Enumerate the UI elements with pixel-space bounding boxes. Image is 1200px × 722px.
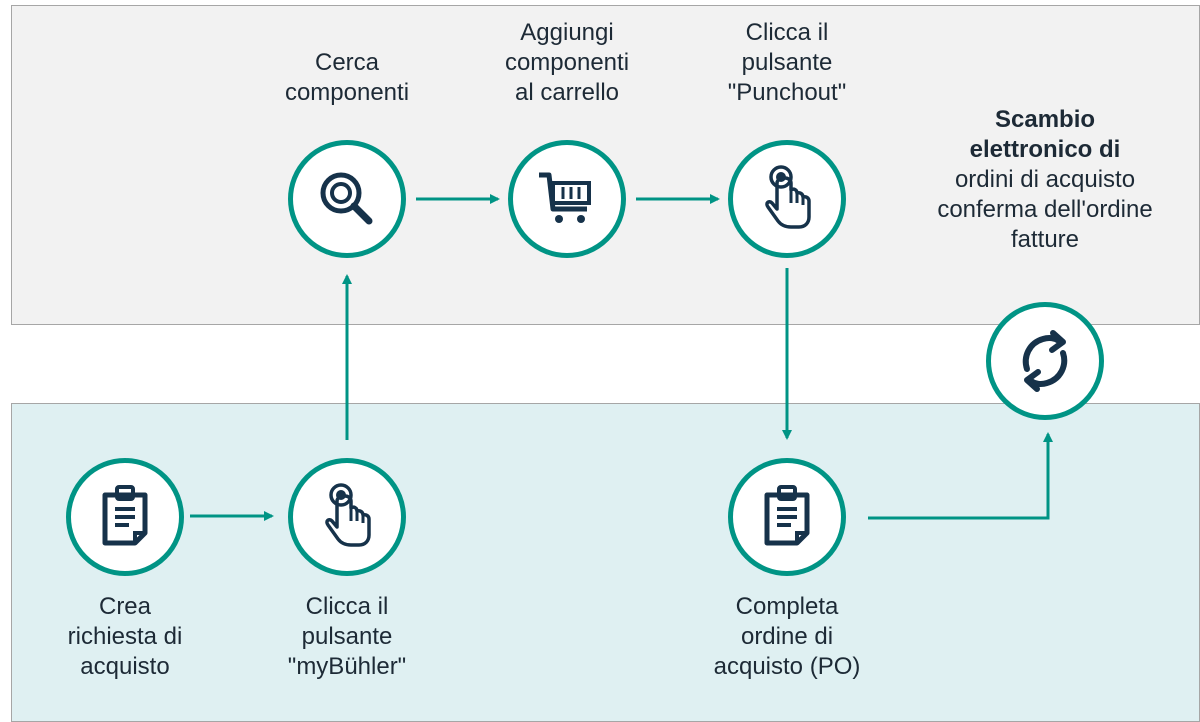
label-line-bold: Scambio	[994, 106, 1096, 133]
label-line: al carrello	[514, 79, 620, 106]
refresh-arrows-icon	[1009, 325, 1081, 397]
label-line: conferma dell'ordine	[937, 196, 1153, 223]
label-line: acquisto (PO)	[713, 653, 861, 680]
label-line: ordine di	[740, 623, 834, 650]
label-line: Cerca	[314, 49, 380, 76]
label-line: Aggiungi	[520, 19, 614, 46]
hand-pointer-icon	[751, 163, 823, 235]
label-line-bold: elettronico di	[969, 136, 1121, 163]
label-line: acquisto	[80, 653, 170, 680]
request-step-node	[66, 458, 184, 576]
exchange-step-node	[986, 302, 1104, 420]
shopping-cart-icon	[531, 163, 603, 235]
label-line: Crea	[98, 593, 152, 620]
customer-erp-area	[11, 403, 1200, 722]
label-line: fatture	[1010, 226, 1080, 253]
label-line: Clicca il	[305, 593, 389, 620]
label-line: richiesta di	[67, 623, 183, 650]
label-line: Clicca il	[745, 19, 829, 46]
mybuhler-step-label: Clicca il pulsante "myBühler"	[257, 592, 437, 682]
punchout-step-node	[728, 140, 846, 258]
label-line: pulsante	[741, 49, 833, 76]
clipboard-icon	[751, 481, 823, 553]
cart-step-label: Aggiungi componenti al carrello	[477, 18, 657, 108]
arrow-po-to-exchange	[868, 432, 1053, 520]
po-step-label: Completa ordine di acquisto (PO)	[692, 592, 882, 682]
label-line: ordini di acquisto	[954, 166, 1136, 193]
hand-pointer-icon	[311, 481, 383, 553]
request-step-label: Crea richiesta di acquisto	[35, 592, 215, 682]
label-line: componenti	[284, 79, 410, 106]
exchange-step-label: Scambio elettronico di ordini di acquist…	[905, 105, 1185, 255]
punchout-step-label: Clicca il pulsante "Punchout"	[697, 18, 877, 108]
search-step-label: Cerca componenti	[257, 48, 437, 108]
cart-step-node	[508, 140, 626, 258]
mybuhler-step-node	[288, 458, 406, 576]
magnifier-icon	[311, 163, 383, 235]
label-line: pulsante	[301, 623, 393, 650]
search-step-node	[288, 140, 406, 258]
label-line: "Punchout"	[727, 79, 847, 106]
label-line: componenti	[504, 49, 630, 76]
po-step-node	[728, 458, 846, 576]
label-line: "myBühler"	[287, 653, 407, 680]
clipboard-icon	[89, 481, 161, 553]
label-line: Completa	[735, 593, 839, 620]
